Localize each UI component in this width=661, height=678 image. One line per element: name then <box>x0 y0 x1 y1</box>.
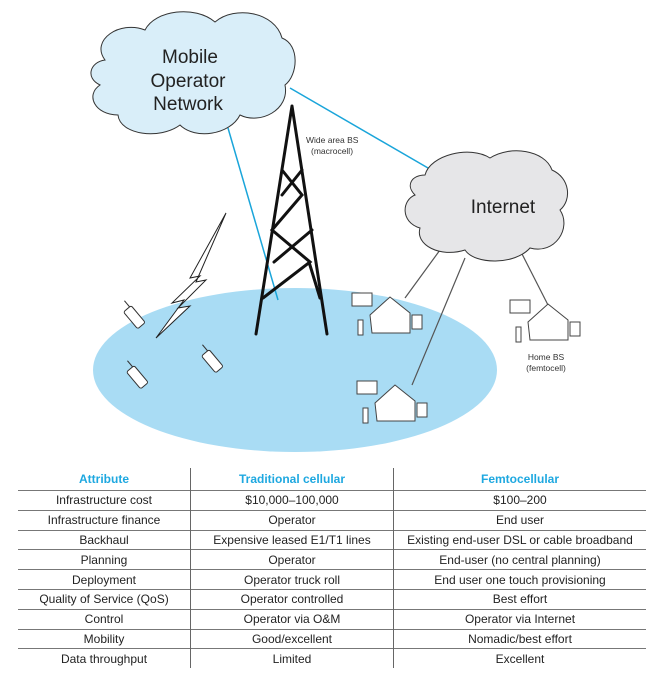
mobile-phone-icon <box>126 360 148 389</box>
table-cell: Operator via Internet <box>393 608 646 630</box>
table-cell: Operator truck roll <box>190 569 394 590</box>
table-cell: Quality of Service (QoS) <box>18 588 191 610</box>
cloud-label-line: Network <box>153 94 223 115</box>
table-cell: Nomadic/best effort <box>393 628 646 649</box>
table-cell: End user one touch provisioning <box>393 569 646 590</box>
mobile-phone-icon <box>123 300 145 329</box>
column-header: Femtocellular <box>393 468 646 491</box>
broadband-link-1 <box>404 249 441 299</box>
table-cell: Good/excellent <box>190 628 394 649</box>
macrocell-label: (macrocell) <box>311 146 353 156</box>
backhaul-link-operator-internet <box>289 87 429 169</box>
femtocell-label: Home BS <box>528 352 565 362</box>
table-cell: Operator <box>190 549 394 570</box>
table-cell: $10,000–100,000 <box>190 490 394 511</box>
internet-cloud: Internet <box>404 150 568 262</box>
cloud-label-line: Mobile <box>162 47 218 68</box>
table-cell: Existing end-user DSL or cable broadband <box>393 529 646 550</box>
internet-label: Internet <box>471 197 536 218</box>
coverage-area <box>93 288 497 452</box>
backhaul-link-operator-tower <box>227 127 279 301</box>
mobile-operator-cloud: Mobile Operator Network <box>90 11 296 135</box>
table-cell: Operator <box>190 509 394 531</box>
macrocell-label: Wide area BS <box>306 135 359 145</box>
table-header-row: Attribute Traditional cellular Femtocell… <box>18 468 646 491</box>
table-cell: Deployment <box>18 569 191 590</box>
column-header: Attribute <box>79 472 129 486</box>
table-cell: Infrastructure finance <box>18 509 191 531</box>
broadband-link-3 <box>519 249 549 306</box>
table-cell: End user <box>393 509 646 531</box>
table-cell: Expensive leased E1/T1 lines <box>190 529 394 550</box>
table-cell: Operator via O&M <box>190 608 394 630</box>
table-cell: $100–200 <box>393 490 646 511</box>
network-diagram: Mobile Operator Network Internet Wide ar… <box>90 11 581 452</box>
table-cell: End-user (no central planning) <box>393 549 646 570</box>
table-cell: Planning <box>18 549 191 570</box>
table-cell: Infrastructure cost <box>18 490 191 511</box>
table-row: Quality of Service (QoS)Operator control… <box>18 588 646 610</box>
macrocell-tower-icon <box>254 104 329 336</box>
column-header: Traditional cellular <box>190 468 394 491</box>
home-femtocell-icon <box>509 299 581 343</box>
broadband-link-2 <box>411 257 466 386</box>
table-cell: Operator controlled <box>190 588 394 610</box>
table-cell: Mobility <box>18 628 191 649</box>
table-cell: Excellent <box>393 648 646 669</box>
table-cell: Control <box>18 608 191 630</box>
table-cell: Backhaul <box>18 529 191 550</box>
table-row: Infrastructure cost$10,000–100,000$100–2… <box>18 490 646 511</box>
radio-signal-icon <box>155 212 227 339</box>
mobile-phone-icon <box>201 344 223 373</box>
table-cell: Data throughput <box>18 648 191 669</box>
table-cell: Limited <box>190 648 394 669</box>
comparison-table: Attribute Traditional cellular Femtocell… <box>18 468 646 669</box>
home-femtocell-icon <box>356 380 428 424</box>
femtocell-label: (femtocell) <box>526 363 566 373</box>
cloud-label-line: Operator <box>151 71 227 92</box>
table-cell: Best effort <box>393 588 646 610</box>
home-femtocell-icon <box>351 292 423 336</box>
